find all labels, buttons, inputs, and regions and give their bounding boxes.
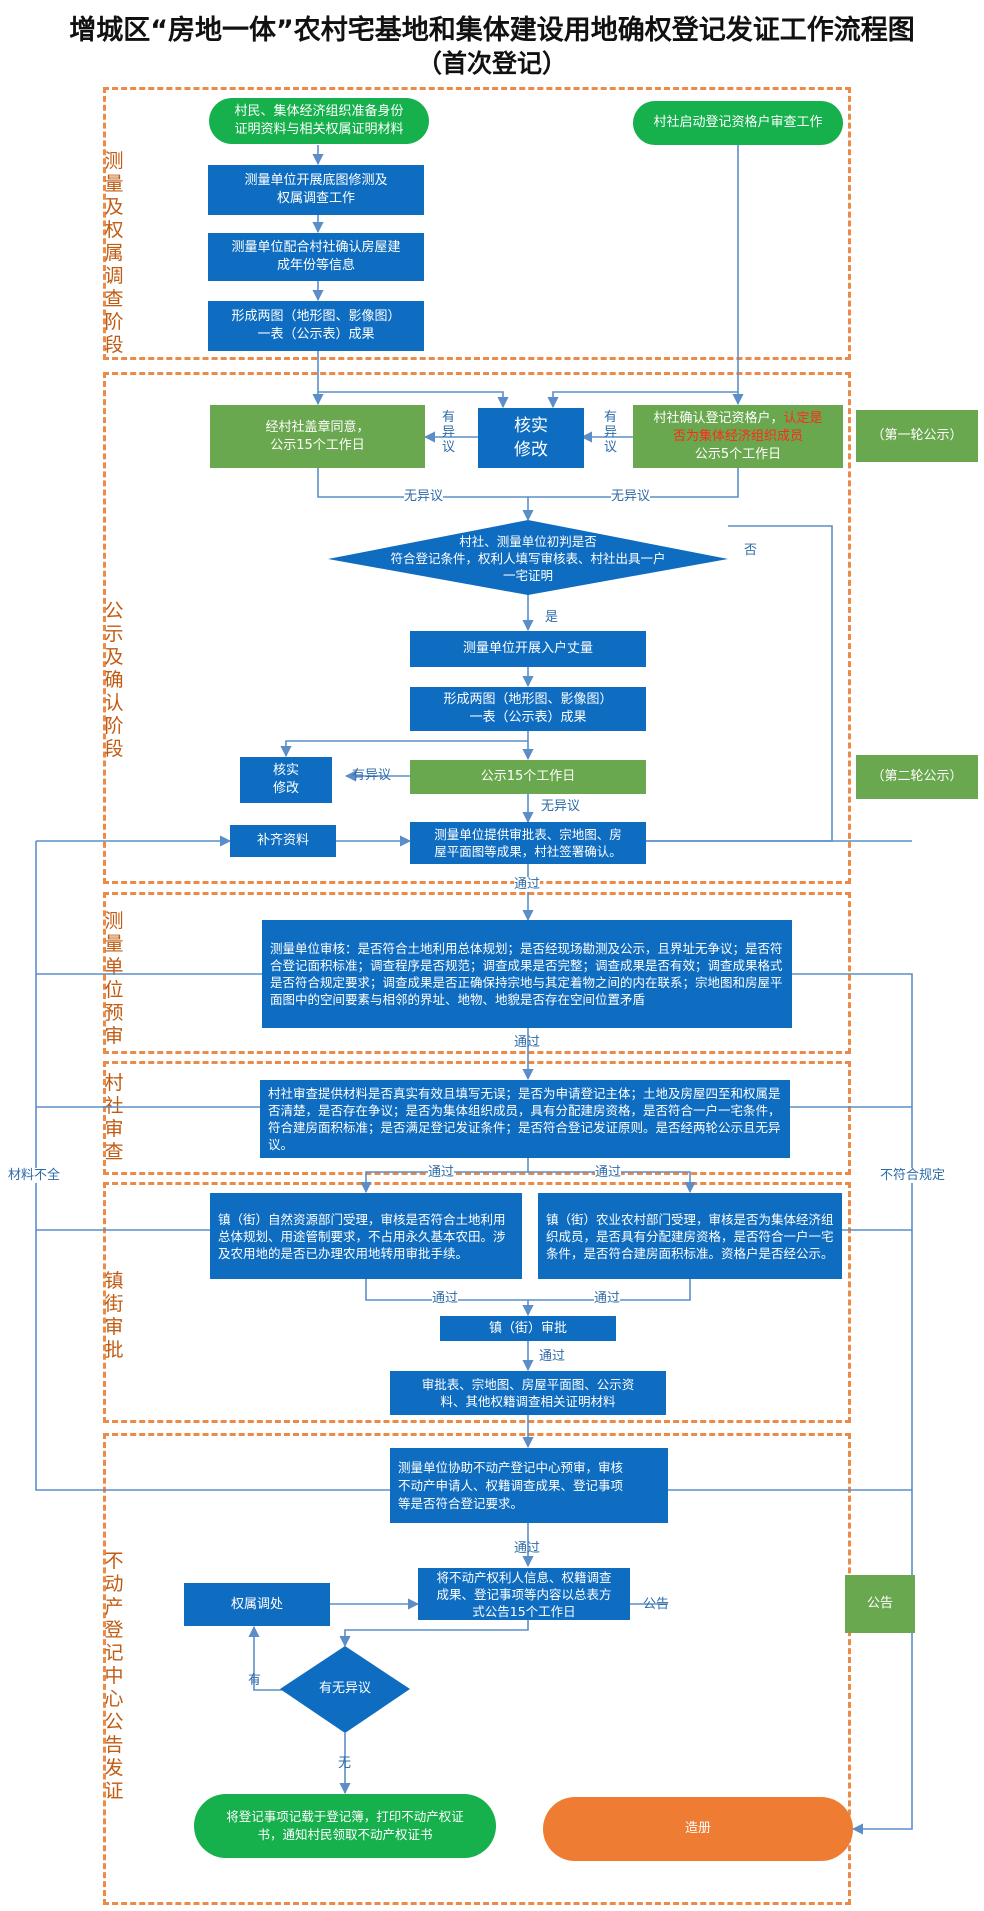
- node-verify-modify-left: 核实 修改: [240, 757, 332, 803]
- right-pub-text-red: 认定是 否为集体经济组织成员: [672, 410, 823, 444]
- node-supplement-materials: 补齐资料: [230, 825, 336, 857]
- node-form-maps-1: 形成两图（地形图、影像图） 一表（公示表）成果: [208, 301, 424, 351]
- start-village-qualification: 村社启动登记资格户审查工作: [633, 101, 843, 145]
- stage-label-publicity: 公 示 及 确 认 阶 段: [104, 600, 124, 760]
- node-register-certificate: 将登记事项记载于登记簿，打印不动产权证 书，通知村民领取不动产权证书: [194, 1794, 496, 1858]
- node-announcement: 将不动产权利人信息、权籍调查 成果、登记事项等内容以总表方 式公告15个工作日: [418, 1568, 630, 1620]
- label-pass-2: 通过: [514, 1035, 541, 1050]
- node-town-nature-resources: 镇（街）自然资源部门受理，审核是否符合土地利用总体规划、用途管制要求，不占用永久…: [210, 1193, 522, 1279]
- page-title: 增城区“房地一体”农村宅基地和集体建设用地确权登记发证工作流程图: [69, 15, 915, 46]
- label-announce-tag: 公告: [643, 1597, 670, 1612]
- section-registration: [103, 1433, 851, 1905]
- label-pass-3: 通过: [428, 1165, 455, 1180]
- label-no-objection-2: 无异议: [541, 799, 581, 814]
- node-survey: 测量单位开展底图修测及 权属调查工作: [208, 165, 424, 215]
- label-pass-7: 通过: [539, 1349, 566, 1364]
- label-has-objection-2: 有 异 议: [604, 410, 618, 455]
- label-has-objection-1: 有 异 议: [442, 410, 456, 455]
- node-town-agriculture: 镇（街）农业农村部门受理，审核是否为集体经济组织成员，是否具有分配建房资格，是否…: [538, 1193, 842, 1279]
- node-archive-roster: 造册: [543, 1797, 853, 1861]
- node-village-check: 村社审查提供材料是否真实有效且填写无误；是否为申请登记主体；土地及房屋四至和权属…: [260, 1080, 790, 1158]
- stage-label-precheck: 测 量 单 位 预 审: [104, 910, 124, 1047]
- label-no-objection-right: 无异议: [611, 489, 651, 504]
- section-village-check: [103, 1061, 851, 1175]
- right-pub-text-a: 村社确认登记资格户，: [653, 410, 784, 426]
- node-dispute-resolution: 权属调处: [184, 1583, 330, 1626]
- label-materials-incomplete: 材料不全: [8, 1168, 61, 1183]
- section-precheck: [103, 892, 851, 1054]
- label-yes: 是: [545, 610, 559, 625]
- node-center-precheck: 测量单位协助不动产登记中心预审，审核 不动产申请人、权籍调查成果、登记事项 等是…: [390, 1448, 668, 1523]
- node-decision-eligibility: 村社、测量单位初判是否 符合登记条件，权利人填写审核表、村社出具一户 一宅证明: [390, 533, 666, 583]
- stage-label-registration: 不 动 产 登 记 中 心 公 告 发 证: [104, 1550, 124, 1802]
- right-pub-text-b: 公示5个工作日: [694, 446, 782, 462]
- stage-label-survey: 测 量 及 权 属 调 查 阶 段: [104, 150, 124, 356]
- label-has-objection-h: 有异议: [352, 768, 392, 783]
- node-provide-results: 测量单位提供审批表、宗地图、房 屋平面图等成果，村社签署确认。: [410, 822, 646, 864]
- node-approval-materials: 审批表、宗地图、房屋平面图、公示资 料、其他权籍调查相关证明材料: [390, 1371, 666, 1415]
- section-survey: [103, 87, 851, 360]
- node-measure-house: 测量单位开展入户丈量: [410, 631, 646, 667]
- label-pass-6: 通过: [594, 1291, 621, 1306]
- label-pass-8: 通过: [514, 1541, 541, 1556]
- node-publicity-15: 公示15个工作日: [410, 760, 646, 794]
- node-announcement-side: 公告: [845, 1575, 915, 1633]
- node-town-approval: 镇（街）审批: [440, 1316, 616, 1341]
- stage-label-town-approval: 镇 街 审 批: [104, 1270, 124, 1361]
- decision-eligibility-diamond: [328, 520, 728, 595]
- start-villager-materials: 村民、集体经济组织准备身份 证明资料与相关权属证明材料: [209, 98, 429, 144]
- section-town-approval: [103, 1182, 851, 1423]
- round-2-publicity-tag: （第二轮公示）: [856, 755, 978, 799]
- label-pass-4: 通过: [595, 1165, 622, 1180]
- label-pass-5: 通过: [432, 1291, 459, 1306]
- node-verify-modify-center: 核实 修改: [478, 408, 584, 468]
- node-decision-objection: 有无异议: [318, 1681, 371, 1696]
- label-no: 否: [744, 543, 758, 558]
- label-none: 无: [338, 1756, 352, 1771]
- node-form-maps-2: 形成两图（地形图、影像图） 一表（公示表）成果: [410, 687, 646, 731]
- round-1-publicity-tag: （第一轮公示）: [856, 410, 978, 462]
- node-right-publicity-5: 村社确认登记资格户，认定是 否为集体经济组织成员 公示5个工作日: [633, 405, 843, 468]
- label-has: 有: [248, 1673, 262, 1688]
- node-confirm-build-year: 测量单位配合村社确认房屋建 成年份等信息: [208, 233, 424, 281]
- node-left-publicity-15: 经村社盖章同意， 公示15个工作日: [210, 405, 425, 468]
- page-subtitle: （首次登记）: [416, 49, 567, 78]
- section-publicity: [103, 372, 851, 884]
- node-survey-precheck: 测量单位审核：是否符合土地利用总体规划；是否经现场勘测及公示，且界址无争议；是否…: [262, 920, 792, 1028]
- decision-objection-diamond: [280, 1646, 410, 1733]
- stage-label-village-check: 村 社 审 查: [104, 1072, 124, 1163]
- label-pass-1: 通过: [514, 877, 541, 892]
- label-non-compliant: 不符合规定: [880, 1168, 946, 1183]
- label-no-objection-left: 无异议: [404, 489, 444, 504]
